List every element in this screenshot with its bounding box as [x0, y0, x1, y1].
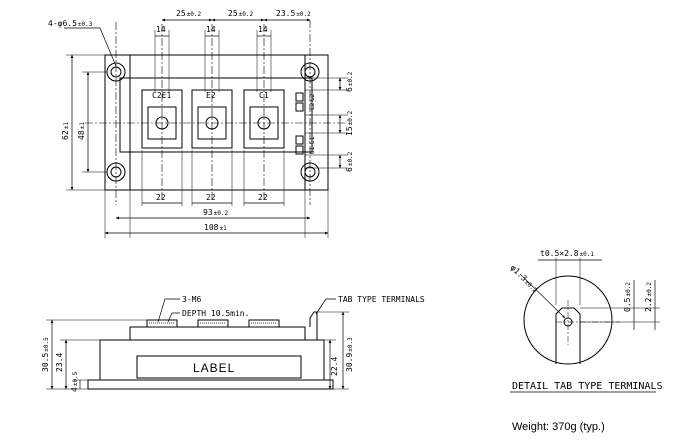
pitch-2-tol: ±0.2 — [239, 11, 254, 18]
svg-text:25±0.2: 25±0.2 — [228, 9, 253, 18]
svg-text:23.5±0.2: 23.5±0.2 — [276, 9, 311, 18]
side-view — [46, 298, 349, 390]
pitch-1-tol: ±0.2 — [187, 11, 202, 18]
bottom-width-2-label: 22 — [206, 193, 216, 202]
side-terminal-2 — [197, 319, 229, 328]
side-label-area — [136, 355, 302, 379]
tab-terminal-e1 — [295, 135, 304, 145]
pitch-3-label: 23.5 — [276, 9, 295, 18]
dim-b-label: 2.2 — [644, 297, 653, 312]
height-right-total-tol: ±0.3 — [347, 337, 354, 352]
height-right-body-label: 22.4 — [330, 357, 339, 376]
right-dim-top-label: 6 — [345, 87, 354, 92]
svg-text:t0.5×2.8±0.1: t0.5×2.8±0.1 — [540, 249, 594, 258]
pitch-2-label: 25 — [228, 9, 238, 18]
height-outer-label: 62 — [61, 130, 70, 140]
terminal-label-c1: C1 — [259, 91, 269, 100]
mount-pitch-tol: ±0.2 — [214, 210, 229, 217]
side-tab-terminal — [309, 311, 318, 340]
side-view-annotations: 3-M6 DEPTH 10.5min. TAB TYPE TERMINALS L… — [41, 295, 425, 392]
svg-text:2.2±0.2: 2.2±0.2 — [644, 282, 653, 312]
terminal-label-e2: E2 — [206, 91, 216, 100]
dim-a-tol: ±0.2 — [625, 282, 632, 297]
depth-callout: DEPTH 10.5min. — [182, 309, 249, 318]
top-view-annotations: 4-φ6.5±0.3 25±0.2 25±0.2 23.5±0.2 14 14 … — [48, 9, 354, 232]
tab-label-e2: E2 — [309, 102, 316, 110]
tab-label-g2: G2 — [309, 93, 316, 101]
detail-circle — [523, 275, 613, 365]
height-inner-label: 48 — [77, 130, 86, 140]
hole-dim-tol: ±0.2 — [523, 279, 538, 294]
tab-terminal-g1 — [295, 145, 304, 155]
bottom-width-3-label: 22 — [258, 193, 268, 202]
right-dim-mid-tol: ±0.2 — [347, 111, 354, 126]
tab-terminal-g2 — [295, 92, 304, 102]
tab-dims-tol: ±0.1 — [580, 251, 595, 258]
terminal-label-c2e1: C2E1 — [152, 91, 171, 100]
right-dim-top-tol: ±0.2 — [347, 71, 354, 86]
tab-terminal-e2 — [295, 102, 304, 112]
hole-callout-tol: ±0.3 — [78, 21, 93, 28]
svg-text:15±0.2: 15±0.2 — [345, 111, 354, 136]
overall-width-tol: ±1 — [219, 225, 227, 232]
side-top-cap — [129, 326, 306, 341]
overall-width-label: 108 — [204, 223, 219, 232]
svg-text:108±1: 108±1 — [204, 223, 227, 232]
svg-text:62±1: 62±1 — [61, 122, 70, 140]
height-inner-tol: ±1 — [79, 122, 86, 130]
svg-text:6±0.2: 6±0.2 — [345, 71, 354, 92]
terminal-width-1-label: 14 — [156, 25, 166, 34]
svg-text:4-φ6.5±0.3: 4-φ6.5±0.3 — [48, 19, 93, 28]
module-center-body — [119, 55, 313, 190]
detail-annotations: t0.5×2.8±0.1 φ1.3±0.2 0.5±0.2 2.2±0.2 DE… — [509, 249, 663, 392]
side-terminal-3 — [248, 319, 280, 328]
height-body-label: 23.4 — [55, 353, 64, 372]
height-right-total-label: 30.9 — [345, 353, 354, 372]
side-base-plate — [87, 379, 334, 390]
weight-note: Weight: 370g (typ.) — [512, 421, 605, 433]
svg-text:25±0.2: 25±0.2 — [176, 9, 201, 18]
tab-callout: TAB TYPE TERMINALS — [338, 295, 425, 304]
hole-callout: 4-φ6.5 — [48, 19, 77, 28]
terminal-width-3-label: 14 — [258, 25, 268, 34]
pitch-3-tol: ±0.2 — [296, 11, 311, 18]
svg-text:6±0.2: 6±0.2 — [345, 151, 354, 172]
svg-text:4±0.5: 4±0.5 — [70, 371, 79, 392]
tab-label-g1: G1 — [309, 146, 316, 154]
right-dim-mid-label: 15 — [345, 126, 354, 136]
terminal-width-2-label: 14 — [206, 25, 216, 34]
screw-callout: 3-M6 — [182, 295, 201, 304]
dim-a-label: 0.5 — [623, 297, 632, 312]
module-inner-frame — [129, 77, 306, 153]
svg-text:93±0.2: 93±0.2 — [203, 208, 228, 217]
tab-label-e1: E1 — [309, 136, 316, 144]
height-total-tol: ±0.5 — [43, 337, 50, 352]
svg-text:0.5±0.2: 0.5±0.2 — [623, 282, 632, 312]
svg-text:48±1: 48±1 — [77, 122, 86, 140]
bottom-width-1-label: 22 — [156, 193, 166, 202]
height-base-tol: ±0.5 — [72, 371, 79, 386]
height-base-label: 4 — [70, 387, 79, 392]
pitch-1-label: 25 — [176, 9, 186, 18]
svg-text:30.9±0.3: 30.9±0.3 — [345, 337, 354, 372]
right-dim-bot-tol: ±0.2 — [347, 151, 354, 166]
svg-text:φ1.3±0.2: φ1.3±0.2 — [509, 263, 540, 294]
tab-dims-label: t0.5×2.8 — [540, 249, 579, 258]
detail-caption: DETAIL TAB TYPE TERMINALS — [512, 381, 663, 392]
mount-pitch-label: 93 — [203, 208, 213, 217]
height-outer-tol: ±1 — [63, 122, 70, 130]
side-terminal-1 — [146, 319, 178, 328]
module-base-outline — [104, 54, 329, 191]
dim-b-tol: ±0.2 — [646, 282, 653, 297]
top-view — [64, 18, 348, 238]
svg-text:30.5±0.5: 30.5±0.5 — [41, 337, 50, 372]
side-label-text: LABEL — [193, 361, 235, 375]
right-dim-bot-label: 6 — [345, 167, 354, 172]
height-total-label: 30.5 — [41, 353, 50, 372]
detail-view — [510, 258, 660, 393]
